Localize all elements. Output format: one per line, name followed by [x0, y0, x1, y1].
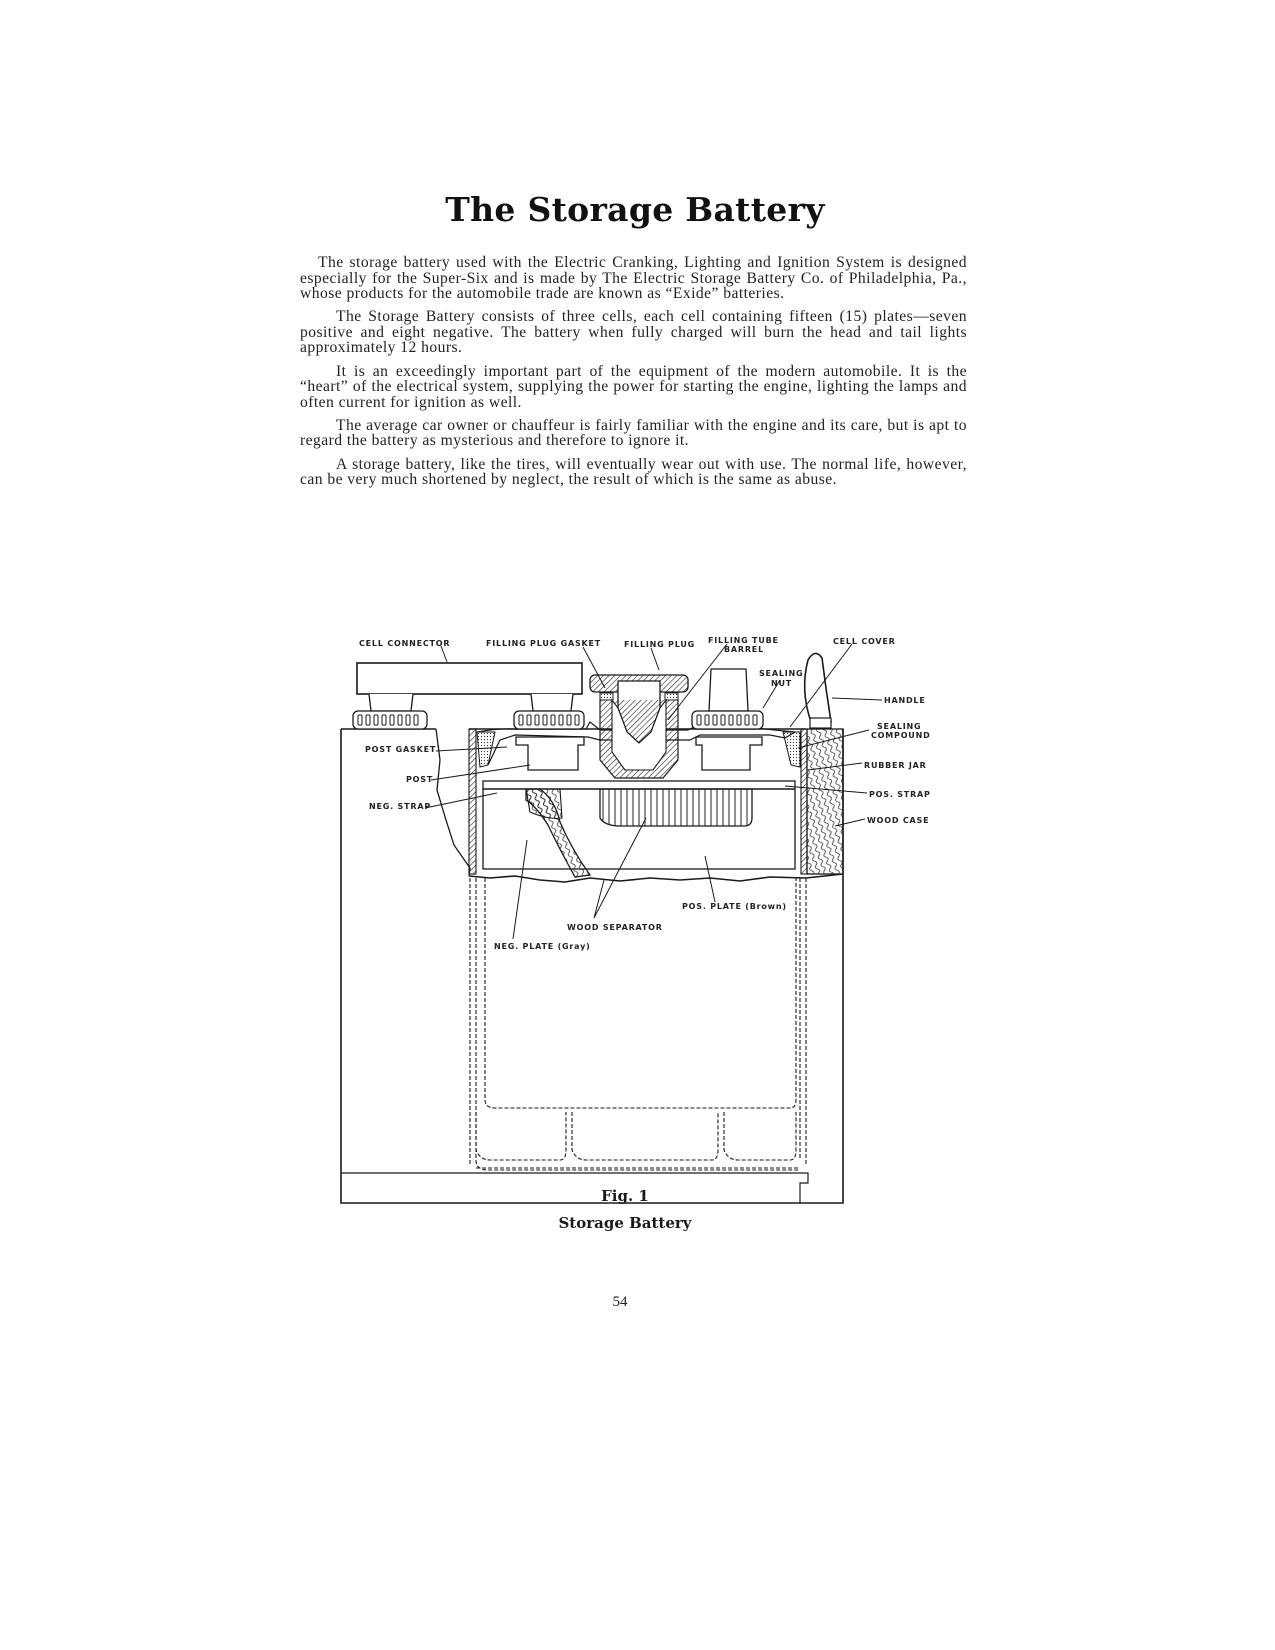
handle: [803, 652, 832, 723]
label-filling-tube: FILLING TUBE: [708, 636, 779, 645]
paragraph-2: The Storage Battery consists of three ce…: [300, 308, 967, 357]
label-rubber-jar: RUBBER JAR: [864, 761, 927, 770]
label-wood-separator: WOOD SEPARATOR: [567, 923, 663, 932]
diagram-labels: CELL CONNECTOR FILLING PLUG GASKET FILLI…: [359, 636, 931, 951]
label-sealing-nut-1: SEALING: [759, 669, 803, 678]
leader-lines: [424, 643, 883, 940]
label-sealing-compound-1: SEALING: [877, 722, 921, 731]
label-neg-plate: NEG. PLATE (Gray): [494, 942, 591, 951]
outer-case: [340, 728, 844, 1204]
filling-plug: [589, 674, 689, 779]
figure-number: Fig. 1: [601, 1187, 649, 1205]
body-text: The storage battery used with the Electr…: [300, 255, 967, 495]
label-filling-plug-gasket: FILLING PLUG GASKET: [486, 639, 601, 648]
page-title: The Storage Battery: [445, 190, 825, 229]
label-cell-cover: CELL COVER: [833, 637, 896, 646]
label-handle: HANDLE: [884, 696, 926, 705]
label-cell-connector: CELL CONNECTOR: [359, 639, 450, 648]
paragraph-1: The storage battery used with the Electr…: [300, 254, 967, 303]
label-post-gasket: POST GASKET: [365, 745, 436, 754]
label-pos-plate: POS. PLATE (Brown): [682, 902, 787, 911]
label-pos-strap: POS. STRAP: [869, 790, 931, 799]
label-sealing-compound-2: COMPOUND: [871, 731, 931, 740]
cell-connector: [356, 662, 583, 695]
figure-caption: Storage Battery: [558, 1214, 692, 1232]
label-neg-strap: NEG. STRAP: [369, 802, 431, 811]
page-number: 54: [612, 1294, 628, 1310]
label-filling-plug: FILLING PLUG: [624, 640, 695, 649]
label-sealing-nut-2: NUT: [771, 679, 792, 688]
label-barrel: BARREL: [724, 645, 764, 654]
wood-case: [806, 728, 844, 875]
paragraph-4: The average car owner or chauffeur is fa…: [300, 416, 967, 450]
label-post: POST: [406, 775, 433, 784]
paragraph-3: It is an exceedingly important part of t…: [300, 362, 967, 411]
paragraph-5: A storage battery, like the tires, will …: [300, 455, 967, 489]
label-wood-case: WOOD CASE: [867, 816, 929, 825]
